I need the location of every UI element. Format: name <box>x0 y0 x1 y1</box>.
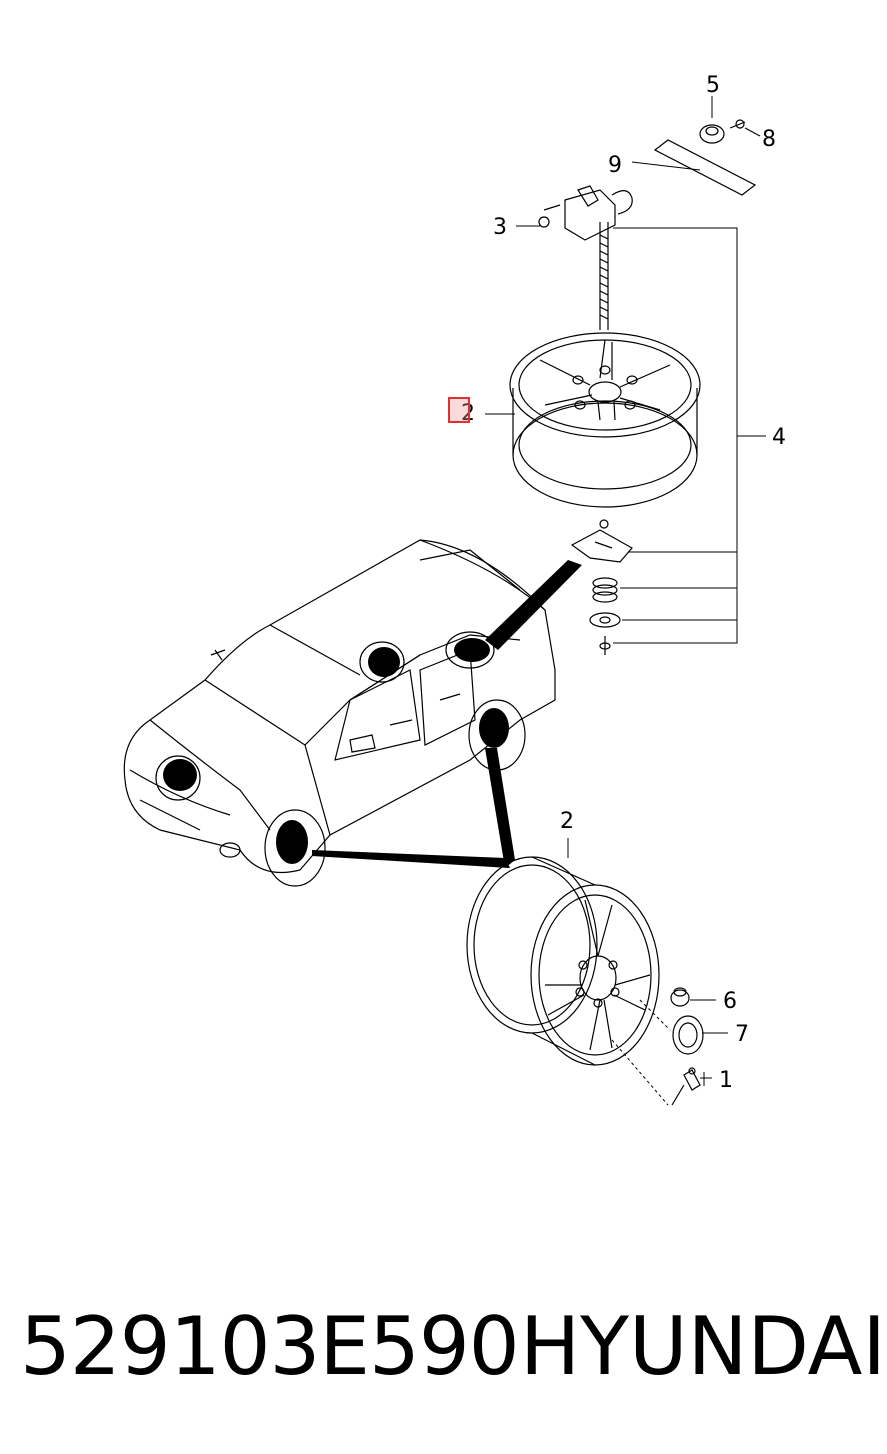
footer: 529103E590 HYUNDAI <box>0 1300 887 1410</box>
callout-1: 1 <box>719 1068 733 1093</box>
callout-2-bottom: 2 <box>560 809 574 834</box>
highlighted-callout-box[interactable] <box>448 397 470 423</box>
road-wheel-lower <box>466 856 660 1066</box>
callout-4: 4 <box>772 425 786 450</box>
callout-labels: 5 8 9 3 2 4 2 6 7 1 <box>461 73 786 1093</box>
cap-dash-line <box>639 999 671 1031</box>
callout-6: 6 <box>723 989 737 1014</box>
nut-part-5 <box>699 124 725 144</box>
callout-5: 5 <box>706 73 720 98</box>
location-pointers <box>312 560 582 868</box>
valve-dash-line <box>611 1039 669 1106</box>
valve-part-1 <box>671 1067 701 1106</box>
callout-9: 9 <box>608 153 622 178</box>
brand-name: HYUNDAI <box>520 1300 886 1393</box>
center-cap-part-7 <box>672 1015 704 1055</box>
callout-7: 7 <box>735 1022 749 1047</box>
lug-nut-part-6 <box>670 987 690 1007</box>
bolt-part-8 <box>729 119 746 129</box>
vehicle-wheel-markers <box>163 638 509 864</box>
bracket-assembly <box>538 185 633 330</box>
strap-part-9 <box>653 139 757 196</box>
carrier-hardware <box>570 519 633 655</box>
part-number: 529103E590 <box>20 1300 520 1393</box>
callout-8: 8 <box>762 127 776 152</box>
leader-lines <box>485 96 766 1086</box>
callout-3: 3 <box>493 215 507 240</box>
spare-wheel-upper <box>509 332 701 508</box>
